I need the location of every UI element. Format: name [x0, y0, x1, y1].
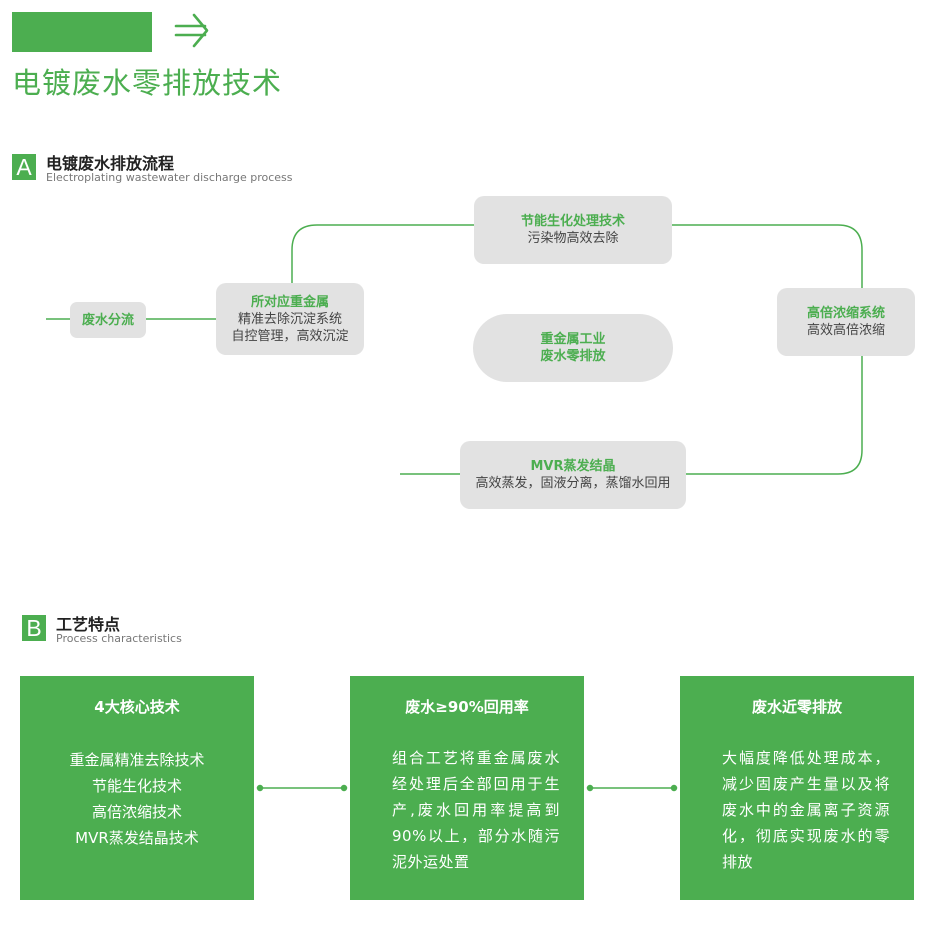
feature-card-reuse-rate: 废水≥90%回用率 组合工艺将重金属废水经处理后全部回用于生产,废水回用率提高到… [350, 676, 584, 900]
right-arrow-icon [174, 13, 209, 48]
flow-node-heavy-metal: 所对应重金属 精准去除沉淀系统 自控管理，高效沉淀 [216, 283, 364, 355]
feature-list-item: MVR蒸发结晶技术 [75, 829, 199, 847]
flow-node-title: 节能生化处理技术 [520, 214, 625, 229]
flow-node-title: 高倍浓缩系统 [806, 306, 885, 321]
feature-card-title: 4大核心技术 [94, 698, 180, 716]
flow-node-diversion: 废水分流 [70, 302, 146, 338]
page-title: 电镀废水零排放技术 [12, 66, 283, 100]
flow-node-text: 精准去除沉淀系统 [237, 311, 342, 327]
feature-list-item: 高倍浓缩技术 [91, 803, 182, 821]
flow-node-title: 废水零排放 [540, 349, 606, 364]
feature-list-item: 节能生化技术 [91, 777, 182, 795]
flow-node-title: 所对应重金属 [250, 294, 329, 310]
flow-node-bio: 节能生化处理技术 污染物高效去除 [474, 196, 672, 264]
flow-node-concentration: 高倍浓缩系统 高效高倍浓缩 [777, 288, 915, 356]
section-b-title: 工艺特点 [56, 615, 121, 634]
feature-card-title: 废水≥90%回用率 [405, 698, 529, 716]
header-bar [12, 12, 152, 52]
section-a-title: 电镀废水排放流程 [46, 154, 175, 173]
flow-node-title: MVR蒸发结晶 [530, 459, 616, 474]
feature-card-text: 大幅度降低处理成本，减少固废产生量以及将废水中的金属离子资源化，彻底实现废水的零… [722, 749, 890, 871]
flow-node-text: 污染物高效去除 [527, 231, 619, 246]
section-a-badge: A [12, 154, 36, 180]
section-b-badge: B [22, 615, 46, 641]
flow-node-title: 废水分流 [81, 312, 134, 328]
feature-list-item: 重金属精准去除技术 [69, 751, 205, 769]
section-a-subtitle: Electroplating wastewater discharge proc… [46, 171, 293, 184]
flow-node-text: 高效高倍浓缩 [806, 323, 885, 338]
section-b-subtitle: Process characteristics [56, 632, 182, 645]
feature-card-core-tech: 4大核心技术 重金属精准去除技术 节能生化技术 高倍浓缩技术 MVR蒸发结晶技术 [20, 676, 254, 900]
feature-card-title: 废水近零排放 [751, 698, 842, 716]
feature-card-zero-discharge: 废水近零排放 大幅度降低处理成本，减少固废产生量以及将废水中的金属离子资源化，彻… [680, 676, 914, 900]
flow-node-mvr: MVR蒸发结晶 高效蒸发，固液分离，蒸馏水回用 [460, 441, 686, 509]
flow-node-text: 自控管理，高效沉淀 [231, 328, 349, 344]
flow-node-text: 高效蒸发，固液分离，蒸馏水回用 [475, 476, 671, 491]
flow-node-title: 重金属工业 [540, 332, 606, 347]
flow-node-center: 重金属工业 废水零排放 [473, 314, 673, 382]
feature-card-text: 组合工艺将重金属废水经处理后全部回用于生产,废水回用率提高到90%以上，部分水随… [392, 749, 560, 871]
